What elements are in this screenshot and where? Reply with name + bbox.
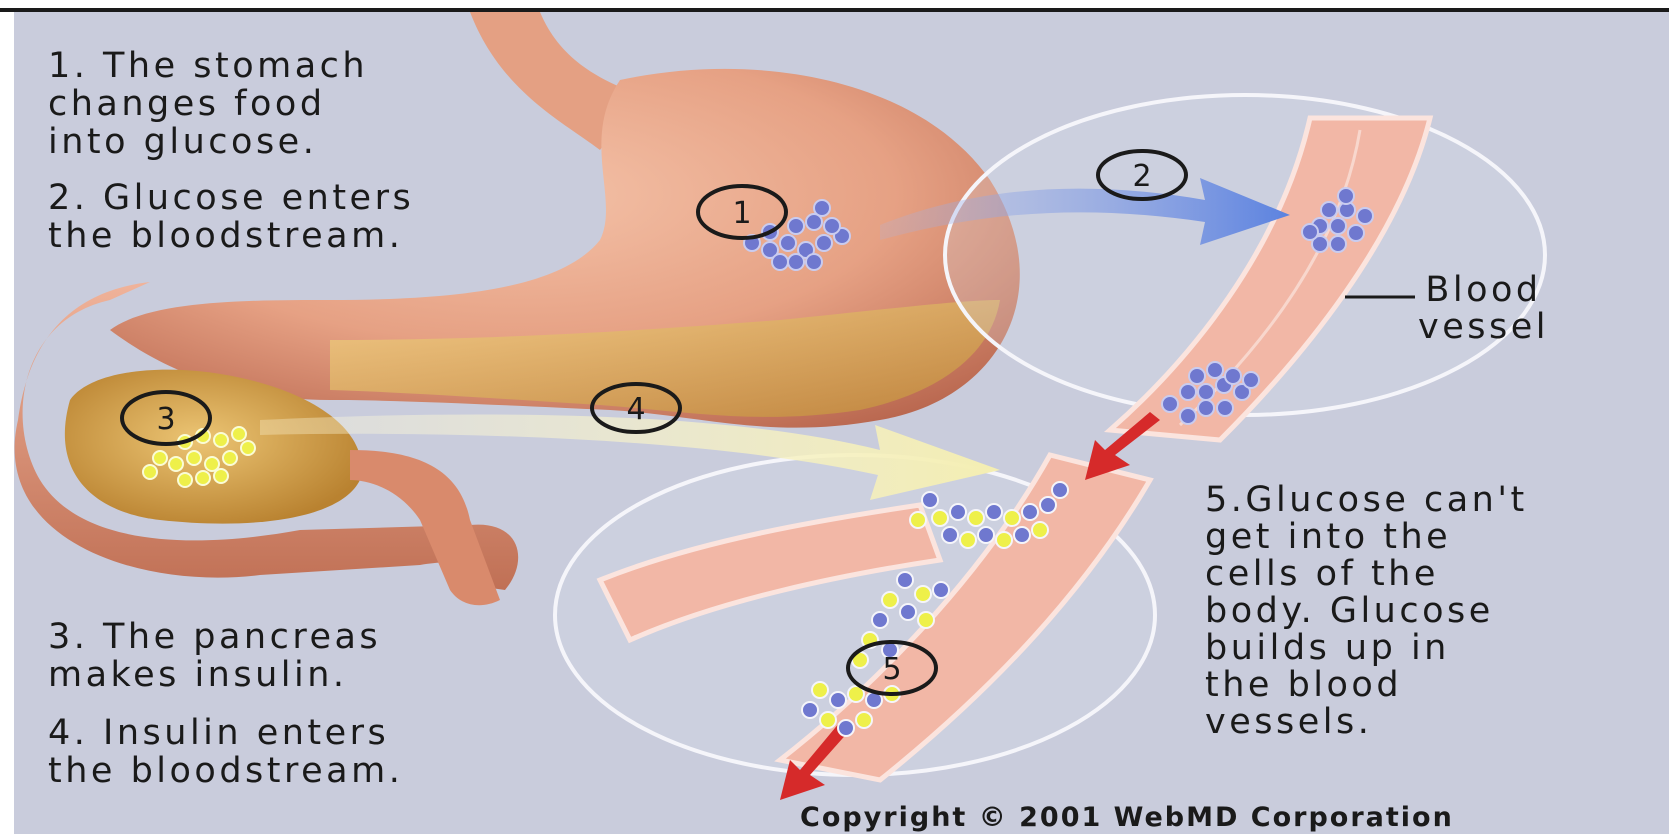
svg-text:2: 2: [1132, 159, 1151, 194]
step-2-caption: 2. Glucose enters the bloodstream.: [48, 179, 414, 255]
svg-text:3: 3: [156, 402, 175, 437]
step-4-caption: 4. Insulin enters the bloodstream.: [48, 714, 403, 790]
blood-vessel-label: Blood vessel: [1418, 272, 1549, 346]
step-5-caption: 5.Glucose can't get into the cells of th…: [1205, 482, 1528, 741]
step-1-caption: 1. The stomach changes food into glucose…: [48, 47, 368, 161]
step-3-caption: 3. The pancreas makes insulin.: [48, 618, 381, 694]
copyright-notice: Copyright © 2001 WebMD Corporation: [800, 803, 1454, 833]
svg-text:5: 5: [882, 652, 901, 687]
top-border: [0, 8, 1669, 12]
svg-text:1: 1: [732, 196, 751, 231]
svg-text:4: 4: [626, 392, 645, 427]
